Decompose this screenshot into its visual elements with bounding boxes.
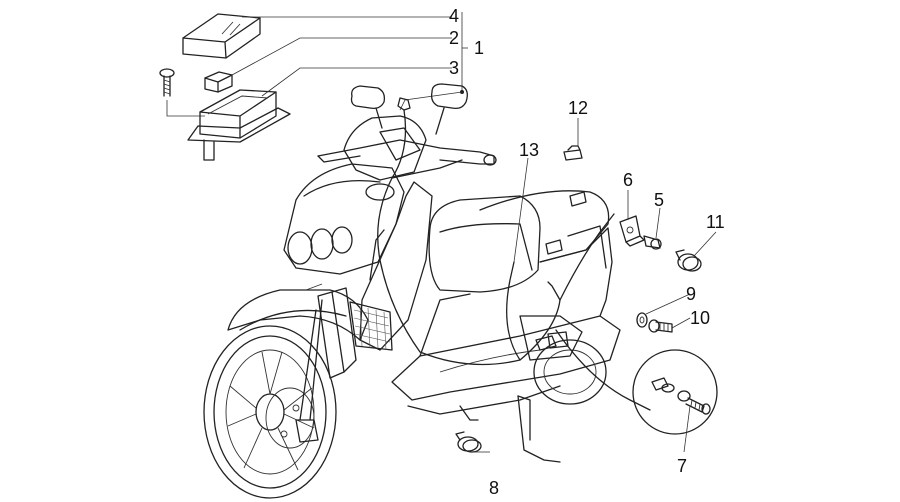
cable-clamp-part[interactable] <box>455 431 482 453</box>
hose-clamp-part[interactable] <box>675 249 702 272</box>
screw-part[interactable] <box>648 319 673 333</box>
bolt-part[interactable] <box>159 68 205 117</box>
callout-6: 6 <box>623 170 633 190</box>
wiring-harness[interactable] <box>305 97 651 411</box>
callout-11: 11 <box>706 212 725 232</box>
callout-9: 9 <box>686 284 696 304</box>
leader-lines <box>474 118 717 453</box>
front-fork <box>295 287 357 443</box>
battery-tray-part[interactable] <box>187 89 291 161</box>
battery-connector-part[interactable] <box>204 71 233 93</box>
bolt-5-part[interactable] <box>643 235 662 250</box>
callout-5: 5 <box>654 190 664 210</box>
callout-8: 8 <box>489 478 499 498</box>
callout-tree-1 <box>231 12 468 111</box>
front-wheel <box>203 325 337 499</box>
callout-4: 4 <box>449 6 459 26</box>
callout-13: 13 <box>519 140 539 160</box>
callout-1: 1 <box>474 38 484 58</box>
callout-2: 2 <box>449 28 459 48</box>
callout-10: 10 <box>690 308 710 328</box>
grommet-part[interactable] <box>563 145 583 161</box>
callout-12: 12 <box>568 98 588 118</box>
clip-nut-part[interactable] <box>619 215 645 247</box>
callout-3: 3 <box>449 58 459 78</box>
scooter-body <box>227 83 621 463</box>
ground-detail[interactable] <box>632 349 718 435</box>
washer-part[interactable] <box>636 312 648 328</box>
callout-7: 7 <box>677 456 687 476</box>
battery-part[interactable] <box>182 13 261 59</box>
